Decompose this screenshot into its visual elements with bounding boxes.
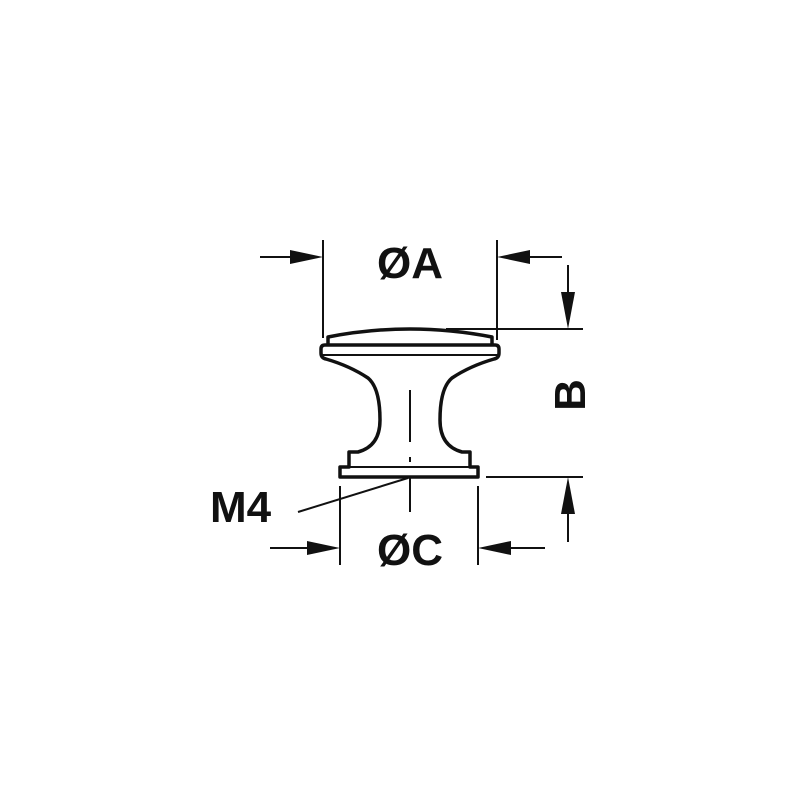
arrow-left-icon bbox=[497, 250, 530, 264]
dimension-b: B bbox=[446, 265, 595, 542]
arrow-down-icon bbox=[561, 292, 575, 329]
arrow-left-icon bbox=[478, 541, 511, 555]
arrow-up-icon bbox=[561, 477, 575, 514]
label-thread-m4: M4 bbox=[210, 483, 272, 532]
leader-line bbox=[297, 477, 409, 513]
label-height-b: B bbox=[546, 379, 595, 411]
knob-body bbox=[319, 343, 501, 479]
thread-callout: M4 bbox=[210, 477, 409, 532]
arrow-right-icon bbox=[307, 541, 340, 555]
arrow-right-icon bbox=[290, 250, 323, 264]
knob-outline bbox=[319, 327, 501, 512]
dimension-c: ØC bbox=[270, 486, 545, 575]
dimension-a: ØA bbox=[260, 239, 562, 340]
label-diameter-c: ØC bbox=[377, 526, 443, 575]
knob-top-cap bbox=[326, 327, 494, 345]
label-diameter-a: ØA bbox=[377, 239, 443, 288]
